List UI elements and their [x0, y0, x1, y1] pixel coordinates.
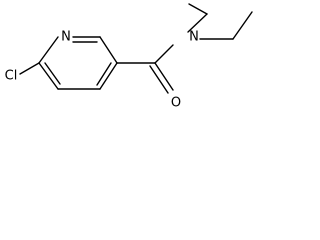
bond-ethyl2-ch3	[232, 11, 253, 40]
bond-carbonyl-oxygen-1	[154, 62, 174, 91]
atom-amide-nitrogen: N	[189, 30, 199, 45]
bond-c5-c6-outer	[38, 62, 59, 90]
bond-c6-n1	[38, 36, 59, 64]
bond-c3-c4-inner	[96, 62, 112, 86]
atom-chlorine: Cl	[5, 69, 18, 84]
atom-carbonyl-oxygen: O	[171, 96, 181, 111]
chemical-structure: Cl N N O	[5, 3, 253, 111]
atom-ring-nitrogen: N	[61, 30, 71, 45]
bond-cl-c6	[19, 62, 40, 75]
bond-c2-c3	[99, 36, 118, 64]
bond-n-ethyl1-ch2	[187, 13, 208, 33]
bond-carbonyl-oxygen-2	[149, 65, 169, 94]
bond-carbonyl-amide-n	[154, 44, 174, 64]
bond-ethyl1-ch3	[188, 3, 208, 15]
bond-c5-c6-inner	[44, 62, 61, 85]
bond-c3-c4-outer	[99, 62, 118, 90]
